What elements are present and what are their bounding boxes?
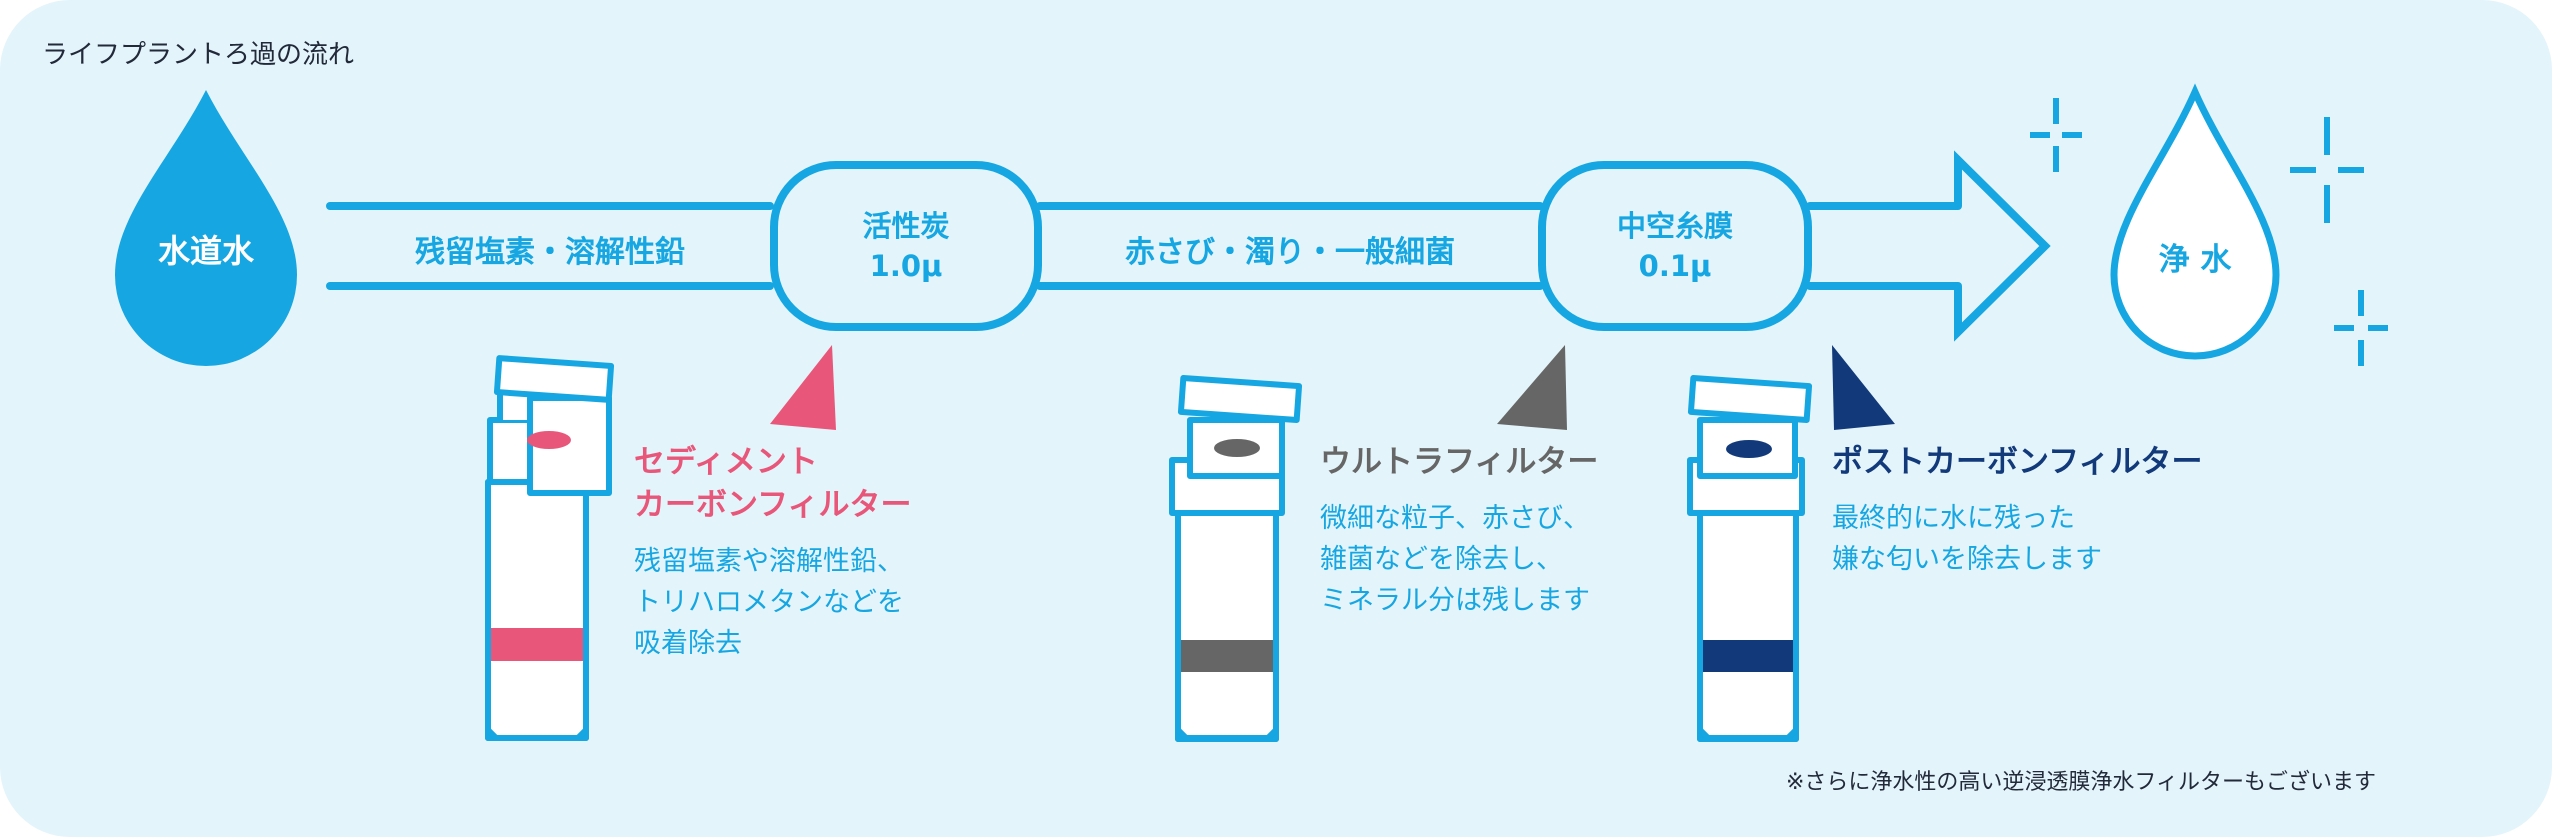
- filter-name-line: カーボンフィルター: [634, 487, 912, 523]
- stage-carbon: 活性炭 1.0μ: [771, 206, 1041, 286]
- ultra-cartridge-icon: [1169, 374, 1303, 742]
- filter-name-line: セディメント: [634, 444, 818, 480]
- tap-water-drop-icon: [115, 90, 297, 366]
- sparkle-icon: [2334, 290, 2388, 366]
- result-label: 浄 水: [2158, 242, 2232, 278]
- source-label: 水道水: [157, 232, 255, 270]
- stage-name: 活性炭: [862, 209, 950, 243]
- pointer-triangle-post-icon: [1832, 345, 1895, 430]
- pointer-triangle-sediment-icon: [770, 345, 836, 430]
- filter-desc-line: ミネラル分は残します: [1320, 585, 1590, 616]
- diagram-title: ライフプラントろ過の流れ: [42, 40, 355, 70]
- filter-desc-line: 嫌な匂いを除去します: [1832, 544, 2102, 575]
- segment-label-1: 残留塩素・溶解性鉛: [415, 235, 685, 270]
- filter-desc-line: 雑菌などを除去し、: [1320, 544, 1563, 575]
- footnote: ※さらに浄水性の高い逆浸透膜浄水フィルターもございます: [1786, 770, 2376, 795]
- filter-desc-line: 最終的に水に残った: [1832, 503, 2075, 534]
- sparkle-icons: [2030, 98, 2388, 366]
- segment-label-2: 赤さび・濁り・一般細菌: [1125, 235, 1455, 270]
- filter-desc-line: 残留塩素や溶解性鉛、: [634, 546, 904, 577]
- stage-name: 中空糸膜: [1616, 209, 1733, 243]
- stage-hollow-fiber: 中空糸膜 0.1μ: [1540, 206, 1810, 286]
- filter-card-post-carbon: ポストカーボンフィルター 最終的に水に残った 嫌な匂いを除去します: [1832, 441, 2202, 580]
- filter-name-line: ポストカーボンフィルター: [1832, 444, 2203, 480]
- flow-arrow-head-icon: [1954, 150, 2051, 342]
- stage-box-hollow-fiber: [1538, 161, 1812, 331]
- sparkle-icon: [2030, 98, 2082, 172]
- post-carbon-cartridge-icon: [1687, 374, 1813, 742]
- stage-box-carbon: [770, 161, 1042, 331]
- sparkle-icon: [2290, 117, 2364, 223]
- stage-size: 0.1μ: [1638, 249, 1712, 283]
- filter-name-line: ウルトラフィルター: [1320, 444, 1599, 480]
- sediment-cartridge-icon: [485, 355, 615, 741]
- filter-card-sediment: セディメント カーボンフィルター 残留塩素や溶解性鉛、 トリハロメタンなどを 吸…: [634, 441, 911, 664]
- flow-band: [326, 202, 1962, 290]
- filter-desc-line: 微細な粒子、赤さび、: [1320, 503, 1590, 534]
- pure-water-drop-icon: [2110, 83, 2280, 360]
- filter-desc-line: 吸着除去: [634, 628, 742, 659]
- filter-desc-line: トリハロメタンなどを: [634, 587, 904, 618]
- pointer-triangle-ultra-icon: [1497, 345, 1567, 430]
- stage-size: 1.0μ: [869, 249, 943, 283]
- filter-card-ultra: ウルトラフィルター 微細な粒子、赤さび、 雑菌などを除去し、 ミネラル分は残しま…: [1320, 441, 1598, 621]
